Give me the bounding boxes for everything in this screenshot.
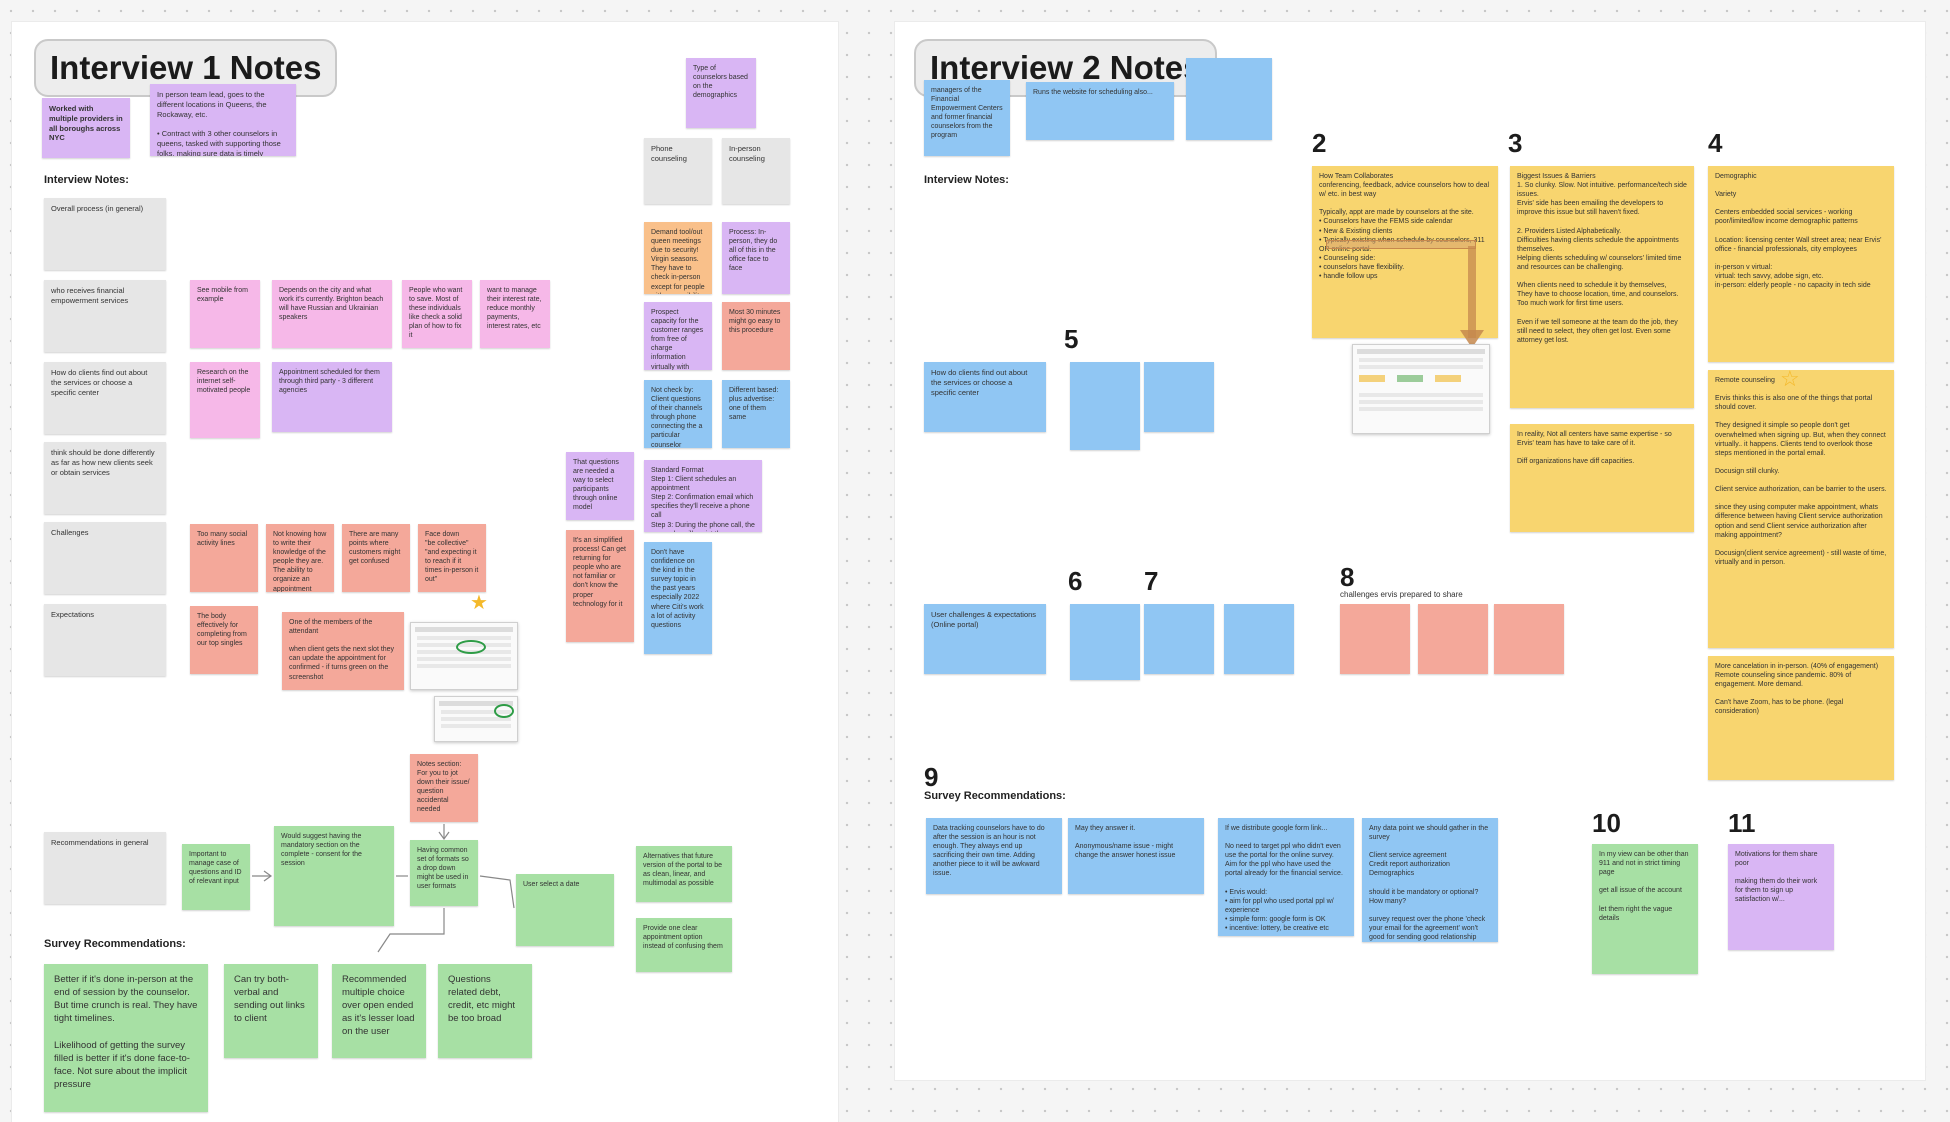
- question-recommendations[interactable]: Recommendations in general: [44, 832, 166, 904]
- note-green-10[interactable]: In my view can be other than 911 and not…: [1592, 844, 1698, 974]
- note-more-cancelation[interactable]: More cancelation in in-person. (40% of e…: [1708, 656, 1894, 780]
- note-inperson-counseling[interactable]: In-person counseling: [722, 138, 790, 204]
- survey-note-debt[interactable]: Questions related debt, credit, etc migh…: [438, 964, 532, 1058]
- note-challenge-face-down[interactable]: Face down "be collective" "and expecting…: [418, 524, 486, 592]
- section-number-5: 5: [1064, 324, 1079, 354]
- survey-note-verbal[interactable]: Can try both-verbal and sending out link…: [224, 964, 318, 1058]
- note-purple-select[interactable]: That questions are needed a way to selec…: [566, 452, 634, 520]
- screenshot-calendar[interactable]: [1352, 344, 1490, 434]
- note-blue-top-right[interactable]: [1186, 58, 1272, 140]
- note-purple-11[interactable]: Motivations for them share poor making t…: [1728, 844, 1834, 950]
- highlight-ring-2: [494, 704, 514, 718]
- section-number-8: 8: [1340, 562, 1355, 592]
- note-purple-capacity[interactable]: Prospect capacity for the customer range…: [644, 302, 712, 370]
- note-phone-counseling[interactable]: Phone counseling: [644, 138, 712, 204]
- note-blue-7a[interactable]: [1144, 604, 1214, 674]
- section-number-9: 9: [924, 762, 939, 792]
- note-counselor-types[interactable]: Type of counselors based on the demograp…: [686, 58, 756, 128]
- note-worked-providers[interactable]: Worked with multiple providers in all bo…: [42, 98, 130, 158]
- note-purple-process[interactable]: Process: In-person, they do all of this …: [722, 222, 790, 294]
- note-blue-check[interactable]: Not check by: Client questions of their …: [644, 380, 712, 448]
- note-salmon-8a[interactable]: [1340, 604, 1410, 674]
- note-blue-6[interactable]: [1070, 604, 1140, 680]
- note-pink-mobile[interactable]: See mobile from example: [190, 280, 260, 348]
- note-blue-5a[interactable]: [1070, 362, 1140, 450]
- survey-note-in-person[interactable]: Better if it's done in-person at the end…: [44, 964, 208, 1112]
- note-green-common[interactable]: Having common set of formats so a drop d…: [410, 840, 478, 906]
- note-salmon-8c[interactable]: [1494, 604, 1564, 674]
- question-find-out[interactable]: How do clients find out about the servic…: [44, 362, 166, 434]
- question-expectations[interactable]: Expectations: [44, 604, 166, 676]
- board1-interview-notes-label: Interview Notes:: [44, 174, 129, 186]
- board1-title[interactable]: Interview 1 Notes: [34, 39, 338, 97]
- survey2-note-answer[interactable]: May they answer it. Anonymous/name issue…: [1068, 818, 1204, 894]
- note-pink-depends[interactable]: Depends on the city and what work it's c…: [272, 280, 392, 348]
- highlight-ring-1: [456, 640, 486, 654]
- star-outline-icon: ☆: [1780, 366, 1800, 391]
- survey-note-multiple-choice[interactable]: Recommended multiple choice over open en…: [332, 964, 426, 1058]
- note-team-collaborates[interactable]: How Team Collaborates conferencing, feed…: [1312, 166, 1498, 338]
- note-expect-attendant[interactable]: One of the members of the attendant when…: [282, 612, 404, 690]
- section-number-3: 3: [1508, 128, 1523, 158]
- note-purple-standard-format[interactable]: Standard Format Step 1: Client schedules…: [644, 460, 762, 532]
- question2-find-out[interactable]: How do clients find out about the servic…: [924, 362, 1046, 432]
- note-blue-confidence[interactable]: Don't have confidence on the kind in the…: [644, 542, 712, 654]
- section-number-7: 7: [1144, 566, 1159, 596]
- note-challenge-simplified[interactable]: It's an simplified process! Can get retu…: [566, 530, 634, 642]
- challenges-caption: challenges ervis prepared to share: [1340, 590, 1463, 599]
- screenshot-portal-1[interactable]: [410, 622, 518, 690]
- question-challenges[interactable]: Challenges: [44, 522, 166, 594]
- note-pink-research[interactable]: Research on the internet self-motivated …: [190, 362, 260, 438]
- section-number-11: 11: [1728, 808, 1756, 838]
- note-blue-managers[interactable]: managers of the Financial Empowerment Ce…: [924, 80, 1010, 156]
- note-green-manage[interactable]: Important to manage case of questions an…: [182, 844, 250, 910]
- note-blue-website[interactable]: Runs the website for scheduling also...: [1026, 82, 1174, 140]
- note-challenge-social[interactable]: Too many social activity lines: [190, 524, 258, 592]
- note-blue-7b[interactable]: [1224, 604, 1294, 674]
- highlight-calendar: [1326, 240, 1476, 249]
- note-purple-appointment[interactable]: Appointment scheduled for them through t…: [272, 362, 392, 432]
- note-green-mandatory[interactable]: Would suggest having the mandatory secti…: [274, 826, 394, 926]
- note-blue-different[interactable]: Different based: plus advertise: one of …: [722, 380, 790, 448]
- survey2-note-data-tracking[interactable]: Data tracking counselors have to do afte…: [926, 818, 1062, 894]
- question2-user-challenges[interactable]: User challenges & expectations (Online p…: [924, 604, 1046, 674]
- section-number-6: 6: [1068, 566, 1083, 596]
- note-blue-5b[interactable]: [1144, 362, 1214, 432]
- note-expect-body[interactable]: The body effectively for completing from…: [190, 606, 258, 674]
- board2-survey-label: Survey Recommendations:: [924, 790, 1066, 802]
- note-biggest-issues[interactable]: Biggest Issues & Barriers 1. So clunky. …: [1510, 166, 1694, 408]
- note-challenge-knowledge[interactable]: Not knowing how to write their knowledge…: [266, 524, 334, 592]
- section-number-10: 10: [1592, 808, 1621, 838]
- note-pink-interest[interactable]: want to manage their interest rate, redu…: [480, 280, 550, 348]
- note-orange-demand[interactable]: Demand tool/out queen meetings due to se…: [644, 222, 712, 294]
- note-inperson-team-lead[interactable]: In person team lead, goes to the differe…: [150, 84, 296, 156]
- note-demographic[interactable]: Demographic Variety Centers embedded soc…: [1708, 166, 1894, 362]
- note-green-date[interactable]: User select a date: [516, 874, 614, 946]
- note-pink-save[interactable]: People who want to save. Most of these i…: [402, 280, 472, 348]
- note-salmon-8b[interactable]: [1418, 604, 1488, 674]
- survey2-note-data-point[interactable]: Any data point we should gather in the s…: [1362, 818, 1498, 942]
- question-overall-process[interactable]: Overall process (in general): [44, 198, 166, 270]
- question-done-differently[interactable]: think should be done differently as far …: [44, 442, 166, 514]
- section-number-4: 4: [1708, 128, 1723, 158]
- screenshot-portal-2[interactable]: [434, 696, 518, 742]
- note-challenge-confused[interactable]: There are many points where customers mi…: [342, 524, 410, 592]
- section-number-2: 2: [1312, 128, 1327, 158]
- note-remote-counseling[interactable]: Remote counseling Ervis thinks this is a…: [1708, 370, 1894, 648]
- board2-interview-notes-label: Interview Notes:: [924, 174, 1009, 186]
- survey2-note-google-form[interactable]: If we distribute google form link... No …: [1218, 818, 1354, 936]
- note-salmon-30min[interactable]: Most 30 minutes might go easy to this pr…: [722, 302, 790, 370]
- question-who-receives[interactable]: who receives financial empowerment servi…: [44, 280, 166, 352]
- note-green-alternatives[interactable]: Alternatives that future version of the …: [636, 846, 732, 902]
- star-icon: ★: [470, 592, 488, 614]
- note-not-all-centers[interactable]: In reality, Not all centers have same ex…: [1510, 424, 1694, 532]
- board1-survey-label: Survey Recommendations:: [44, 938, 186, 950]
- note-green-provide[interactable]: Provide one clear appointment option ins…: [636, 918, 732, 972]
- note-notes-section[interactable]: Notes section: For you to jot down their…: [410, 754, 478, 822]
